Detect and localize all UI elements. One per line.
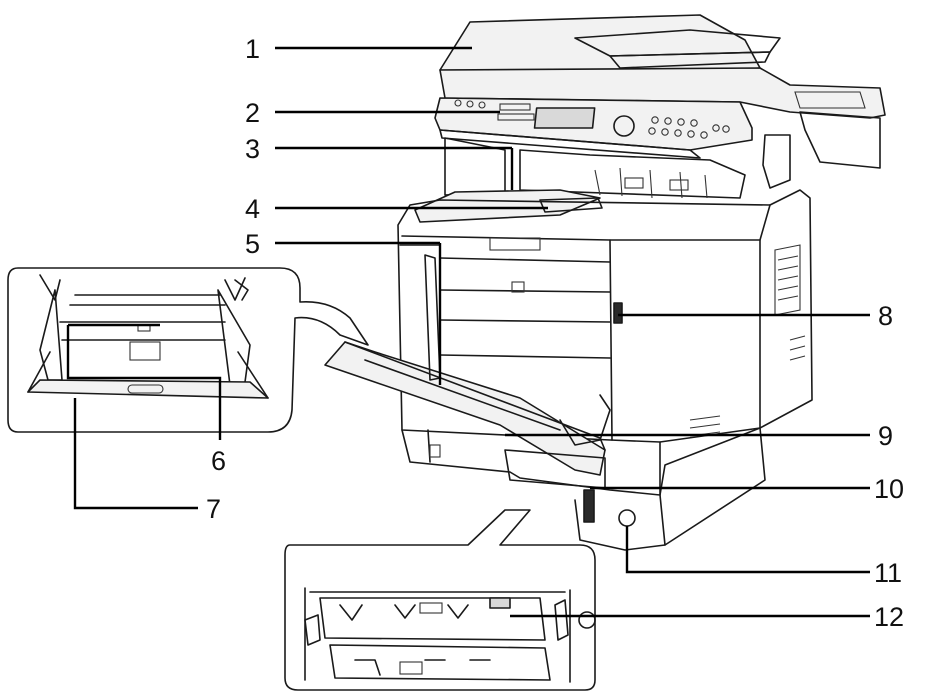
inset-jam-area (284, 509, 596, 691)
multi-purpose-tray (324, 254, 611, 476)
callout-5: 5 (245, 229, 260, 259)
callout-labels: 1 2 3 4 5 6 7 8 9 10 11 12 (206, 34, 904, 632)
callout-10: 10 (874, 474, 904, 504)
callout-12: 12 (874, 602, 904, 632)
leader-7 (73, 398, 198, 510)
callout-9: 9 (878, 421, 893, 451)
leader-11 (625, 526, 870, 574)
inset-mp-tray (7, 267, 369, 433)
leader-6 (66, 325, 222, 440)
callout-3: 3 (245, 134, 260, 164)
callout-7: 7 (206, 494, 221, 524)
callout-2: 2 (245, 98, 260, 128)
leader-lines (66, 46, 870, 618)
operation-panel (434, 97, 753, 159)
callout-1: 1 (245, 34, 260, 64)
keypad-buttons (454, 99, 730, 139)
output-tray-area (414, 137, 746, 223)
document-processor (439, 14, 886, 189)
callout-11: 11 (874, 558, 902, 588)
printer-illustration (324, 14, 886, 551)
callout-4: 4 (245, 194, 260, 224)
callout-6: 6 (211, 446, 226, 476)
callout-8: 8 (878, 301, 893, 331)
